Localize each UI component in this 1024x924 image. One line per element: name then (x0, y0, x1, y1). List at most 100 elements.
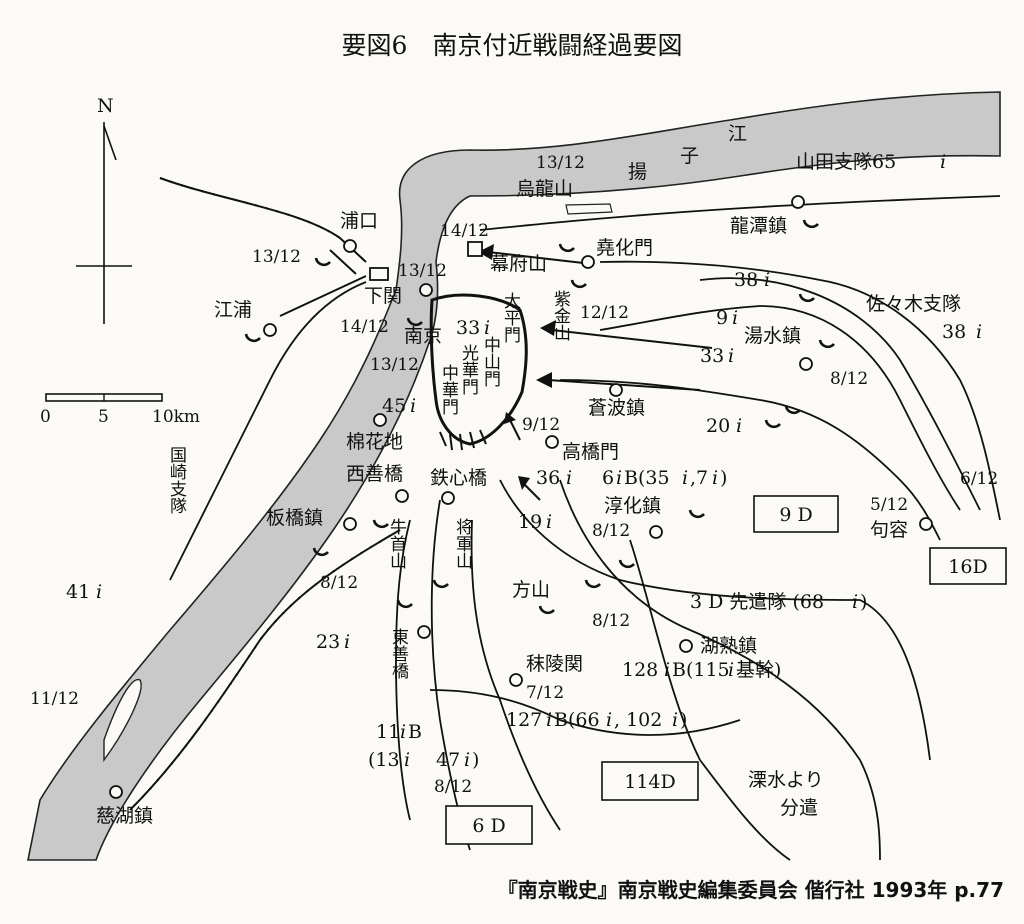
unit-128ib-detail2: 基幹) (736, 659, 781, 681)
river-island (103, 678, 142, 763)
label-cangbozhen: 蒼波鎮 (588, 397, 645, 419)
unit-11ib-sub-b: 47 (436, 749, 460, 771)
unit-9i-i: i (732, 307, 738, 329)
unit-sasaki-num: 38 (942, 321, 966, 343)
unit-33i-city: 33 (456, 317, 480, 339)
unit-liyang: 溧水より (748, 769, 824, 791)
compass-north-label: N (97, 95, 114, 117)
unit-kunisaki: 国崎支隊 (166, 446, 187, 514)
route-20i (559, 379, 941, 541)
unit-6ib-detail: B(35 (624, 467, 670, 489)
unit-11ib: 11 (376, 721, 400, 743)
unit-11ib-sub-a-i: i (404, 749, 410, 771)
unit-6ib-close: ) (720, 467, 727, 489)
label-cihuzhen: 慈湖鎮 (96, 805, 153, 827)
unit-11ib-sub-a: (13 (368, 749, 400, 771)
division-box-6d (445, 805, 533, 845)
town-cihuzhen (109, 785, 123, 799)
division-box-16d (929, 547, 1007, 585)
town-gaoqiaomen (545, 435, 559, 449)
unit-127ib-detail2-i: i (672, 709, 678, 731)
label-xiaguan: 下関 (364, 285, 402, 307)
unit-3d-advance-i: i (852, 591, 858, 613)
arrow-33i (551, 329, 713, 349)
label-jiangpu: 江浦 (214, 299, 252, 321)
river-char-2: 子 (680, 145, 699, 167)
unit-38i: 38 (734, 269, 758, 291)
date-molingguan: 7/12 (526, 683, 564, 703)
road-jiangpu (169, 281, 367, 581)
town-xiaguan (419, 283, 433, 297)
route-9i (599, 305, 961, 511)
label-huxushuzhen: 湖熟鎮 (700, 635, 757, 657)
date-5-12: 5/12 (870, 495, 908, 515)
label-jurong: 句容 (870, 519, 908, 541)
division-16d: 16D (948, 556, 987, 578)
label-gate-guanghua: 光華門 (458, 344, 479, 396)
unit-sasaki: 佐々木支隊 (866, 293, 961, 315)
town-jurong (919, 517, 933, 531)
unit-3d-advance: 3 D 先遣隊 (68 (690, 591, 824, 613)
unit-128ib-detail: B(115 (672, 659, 730, 681)
unit-6ib-detail2-i: i (712, 467, 718, 489)
unit-45i: 45 (382, 395, 406, 417)
unit-19i-i: i (546, 511, 552, 533)
route-127ib (470, 519, 561, 831)
label-urongshan: 烏龍山 (516, 178, 573, 200)
label-gaoqiaomen: 高橋門 (562, 441, 619, 463)
unit-6ib-detail2: ,7 (690, 467, 708, 489)
yangtze-river (27, 91, 1001, 861)
nanjing-city-wall (429, 293, 528, 446)
date-6-12: 6/12 (960, 469, 998, 489)
unit-11ib-i: i (400, 721, 406, 743)
unit-6ib-detail-i: i (682, 467, 688, 489)
date-6d: 8/12 (434, 777, 472, 797)
label-molingguan: 秣陵関 (526, 653, 583, 675)
unit-38i-i: i (764, 269, 770, 291)
arrow-pukou (329, 249, 357, 275)
label-gate-taiping: 太平門 (500, 292, 521, 344)
unit-36i-i: i (566, 467, 572, 489)
arrow-9-12 (509, 419, 521, 441)
unit-127ib-close: ) (680, 709, 687, 731)
town-dongshanqiao (417, 625, 431, 639)
unit-11ib-detail: B (408, 721, 422, 743)
unit-41i-i: i (96, 581, 102, 603)
unit-128ib-detail-i: i (728, 659, 734, 681)
unit-6ib-i: i (616, 467, 622, 489)
date-9-12: 9/12 (522, 415, 560, 435)
label-jiangjunshan: 将軍山 (452, 518, 473, 569)
division-114d: 114D (624, 771, 676, 793)
date-fangshan: 8/12 (592, 611, 630, 631)
unit-127ib-detail: B(66 (554, 709, 600, 731)
town-mianhuadi (373, 413, 387, 427)
arrow-head-2 (540, 320, 556, 336)
unit-sasaki-i: i (976, 321, 982, 343)
gate-attack-ticks (439, 429, 487, 451)
division-9d: 9 D (779, 504, 812, 526)
date-pukou: 13/12 (252, 247, 301, 267)
town-yaohuamen (581, 255, 595, 269)
unit-41i: 41 (66, 581, 90, 603)
unit-20i: 20 (706, 415, 730, 437)
route-114d (629, 539, 791, 861)
map-title: 要図6 南京付近戦闘経過要図 (342, 31, 683, 60)
unit-23i: 23 (316, 631, 340, 653)
town-tiexinqiao (441, 491, 455, 505)
pukou-pier-marker (369, 267, 389, 281)
route-128ib (559, 479, 881, 861)
unit-127ib-detail-i: i (606, 709, 612, 731)
label-gate-zhonghua: 中華門 (438, 364, 459, 416)
arrow-head-1 (478, 244, 494, 260)
label-mufushan: 幕府山 (490, 253, 547, 275)
town-pukou (343, 239, 357, 253)
unit-127ib-detail2: , 102 (614, 709, 662, 731)
unit-yamada: 山田支隊65 (796, 151, 896, 173)
unit-33i-east-i: i (728, 345, 734, 367)
label-zijinshan: 紫金山 (550, 290, 571, 341)
unit-19i: 19 (518, 511, 542, 533)
label-gate-zhongshan: 中山門 (480, 336, 500, 388)
route-11ib (395, 519, 411, 821)
